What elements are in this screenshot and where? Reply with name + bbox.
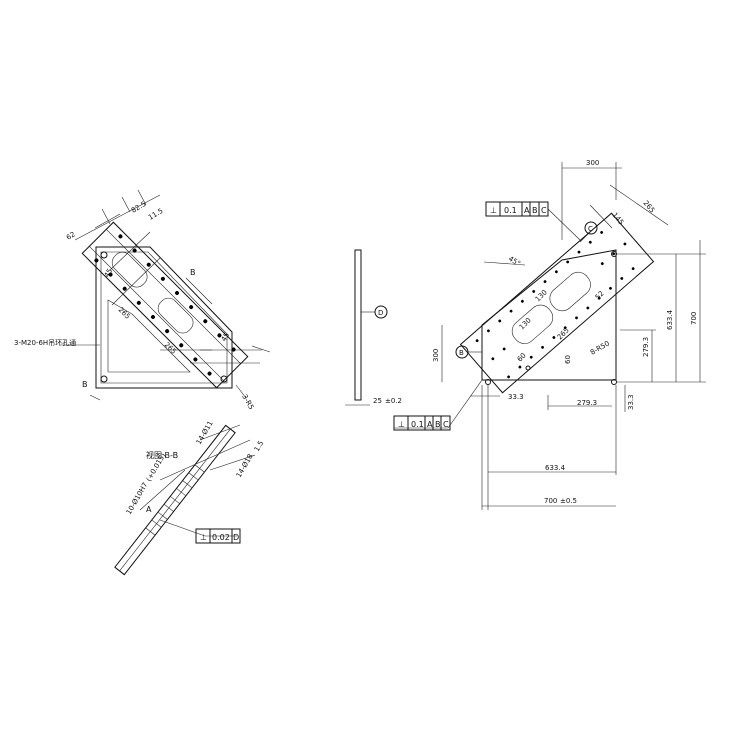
left-corner-hole-right bbox=[220, 375, 228, 383]
right-frame-top-c: C bbox=[541, 206, 547, 215]
side-dim-thickness: 25 bbox=[373, 397, 382, 405]
right-frame-bottom-c: C bbox=[443, 420, 449, 429]
right-hole-small bbox=[525, 365, 531, 371]
section-dim-right: 1.5 bbox=[253, 439, 265, 453]
section-part bbox=[114, 424, 236, 576]
left-dim-265b: 265 bbox=[163, 341, 178, 356]
left-plate-inner bbox=[100, 251, 228, 384]
left-dim-265a: 265 bbox=[117, 306, 132, 321]
right-plate-outline bbox=[481, 249, 617, 381]
right-dim-633-v: 633.4 bbox=[666, 309, 674, 330]
side-bar bbox=[354, 249, 362, 401]
right-frame-top-a: A bbox=[524, 206, 530, 215]
left-corner-hole-top bbox=[100, 251, 108, 259]
left-section-mark: B bbox=[190, 268, 196, 277]
right-dim-265b: 265 bbox=[556, 326, 571, 341]
right-dim-300-top: 300 bbox=[586, 159, 599, 167]
right-frame-bottom-value: 0.1 bbox=[411, 420, 424, 429]
right-dim-300-left: 300 bbox=[432, 349, 440, 362]
section-title: 视图 B-B bbox=[146, 450, 178, 460]
right-hole-bl bbox=[485, 379, 491, 385]
right-dim-700-v: 700 bbox=[690, 312, 698, 325]
left-dim-62: 62 bbox=[65, 230, 77, 241]
right-frame-bottom-b: B bbox=[435, 420, 441, 429]
right-dim-tol: ±0.5 bbox=[560, 497, 577, 505]
left-corner-hole-bottom bbox=[100, 375, 108, 383]
left-dim-82: 82.5 bbox=[130, 200, 148, 215]
right-dim-279-h: 279.3 bbox=[577, 399, 597, 407]
right-frame-top: ⊥ 0.1 A B C bbox=[485, 201, 581, 241]
right-dim-700-h: 700 bbox=[544, 497, 557, 505]
section-dim-14-18: 14-Ø18 bbox=[235, 453, 255, 479]
right-frame-top-value: 0.1 bbox=[504, 206, 517, 215]
side-view: D 25 ±0.2 bbox=[345, 249, 402, 406]
right-dim-33-v: 33.3 bbox=[627, 394, 635, 410]
right-dim-279-v: 279.3 bbox=[642, 337, 650, 357]
right-dim-130b: 130 bbox=[518, 316, 533, 331]
right-dim-r50: 8-R50 bbox=[589, 339, 611, 356]
left-dim-45a: 45 bbox=[103, 267, 114, 279]
left-corner-label: B bbox=[82, 380, 88, 389]
left-dim-45b: 45 bbox=[220, 331, 231, 343]
right-frame-bottom-symbol: ⊥ bbox=[398, 420, 405, 429]
left-pocket bbox=[107, 299, 191, 373]
section-dim-14-11: 14-Ø11 bbox=[195, 420, 215, 446]
left-dim-11: 11.5 bbox=[147, 207, 165, 222]
left-plate-outline bbox=[95, 246, 233, 389]
section-arrow-label: A bbox=[146, 505, 152, 514]
right-dim-60b: 60 bbox=[564, 355, 572, 364]
right-angle: 45° bbox=[507, 255, 522, 268]
section-frame-symbol: ⊥ bbox=[200, 533, 207, 542]
section-frame-value: 0.02 bbox=[212, 533, 230, 542]
right-datum-b-circle bbox=[455, 345, 469, 359]
right-dim-130a: 130 bbox=[534, 288, 549, 303]
right-dim-633-h: 633.4 bbox=[545, 464, 566, 472]
right-frame-top-symbol: ⊥ bbox=[490, 206, 497, 215]
section-view: 视图 B-B 14-Ø11 14-Ø18 10-Ø10H7 (+0.015) 1… bbox=[114, 420, 265, 576]
section-frame: ⊥ 0.02 D bbox=[195, 528, 241, 544]
side-datum: D bbox=[378, 309, 383, 317]
right-frame-top-b: B bbox=[532, 206, 538, 215]
left-corner-dim: 3-R5 bbox=[240, 393, 255, 411]
right-datum-c-circle bbox=[584, 221, 598, 235]
right-datum-c: C bbox=[588, 225, 593, 233]
section-frame-datum: D bbox=[233, 533, 239, 542]
right-frame-bottom: ⊥ 0.1 A B C bbox=[393, 415, 451, 431]
right-dim-145: 145 bbox=[610, 211, 625, 226]
right-dim-33-a: 33.3 bbox=[508, 393, 524, 401]
right-main-view: 300 265 145 45° C B 300 130 130 265 52 6… bbox=[393, 159, 706, 510]
left-hole-note: 3-M20-6H吊环孔通 bbox=[14, 338, 76, 347]
right-dim-60a: 60 bbox=[516, 351, 528, 363]
side-dim-tol: ±0.2 bbox=[385, 397, 402, 405]
side-datum-circle bbox=[374, 305, 388, 319]
right-dim-52: 52 bbox=[594, 289, 606, 301]
left-plate-view: 62 82.5 11.5 45 265 265 45 3-M20-6H吊环孔通 … bbox=[14, 189, 271, 411]
right-rail bbox=[459, 212, 655, 394]
right-frame-bottom-a: A bbox=[427, 420, 433, 429]
right-datum-b: B bbox=[459, 349, 464, 357]
right-dim-265: 265 bbox=[641, 199, 656, 214]
